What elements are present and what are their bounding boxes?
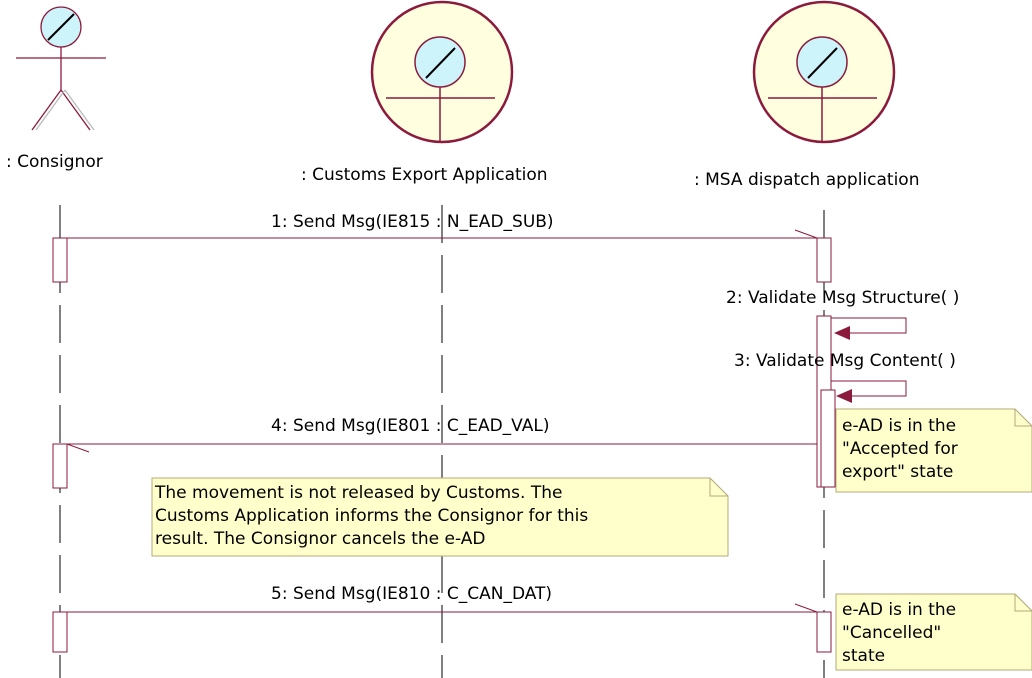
note-2-shape xyxy=(151,477,729,557)
message-4-label: 4: Send Msg(IE801 : C_EAD_VAL) xyxy=(271,416,550,436)
note-1-shape xyxy=(835,408,1032,493)
lifeline-label-msa: : MSA dispatch application xyxy=(694,170,920,190)
activation-msa-1 xyxy=(816,237,832,283)
lifeline-label-customs: : Customs Export Application xyxy=(301,165,548,185)
message-1-arrow xyxy=(67,229,818,239)
message-2-label: 2: Validate Msg Structure( ) xyxy=(726,288,960,308)
activation-consignor-3 xyxy=(52,611,68,653)
consignor-actor-icon xyxy=(16,6,106,131)
msa-object-icon xyxy=(752,0,896,144)
activation-consignor-2 xyxy=(52,443,68,489)
message-5-label: 5: Send Msg(IE810 : C_CAN_DAT) xyxy=(271,584,553,604)
note-3-text: e-AD is in the "Cancelled" state xyxy=(842,600,957,666)
message-3-label: 3: Validate Msg Content( ) xyxy=(734,351,956,371)
customs-object-icon xyxy=(370,0,514,144)
note-3-shape xyxy=(835,593,1032,671)
message-2-arrow xyxy=(831,317,907,340)
message-1-label: 1: Send Msg(IE815 : N_EAD_SUB) xyxy=(271,212,554,232)
activation-msa-3 xyxy=(820,389,836,488)
message-3-arrow xyxy=(831,380,907,403)
lifeline-label-consignor: : Consignor xyxy=(6,152,103,172)
note-1-text: e-AD is in the "Accepted for export" sta… xyxy=(842,416,958,482)
activation-msa-4 xyxy=(816,611,832,653)
note-2-text: The movement is not released by Customs.… xyxy=(155,483,589,549)
activation-consignor-1 xyxy=(52,237,68,283)
message-5-arrow xyxy=(67,603,818,613)
message-4-arrow xyxy=(66,443,817,453)
